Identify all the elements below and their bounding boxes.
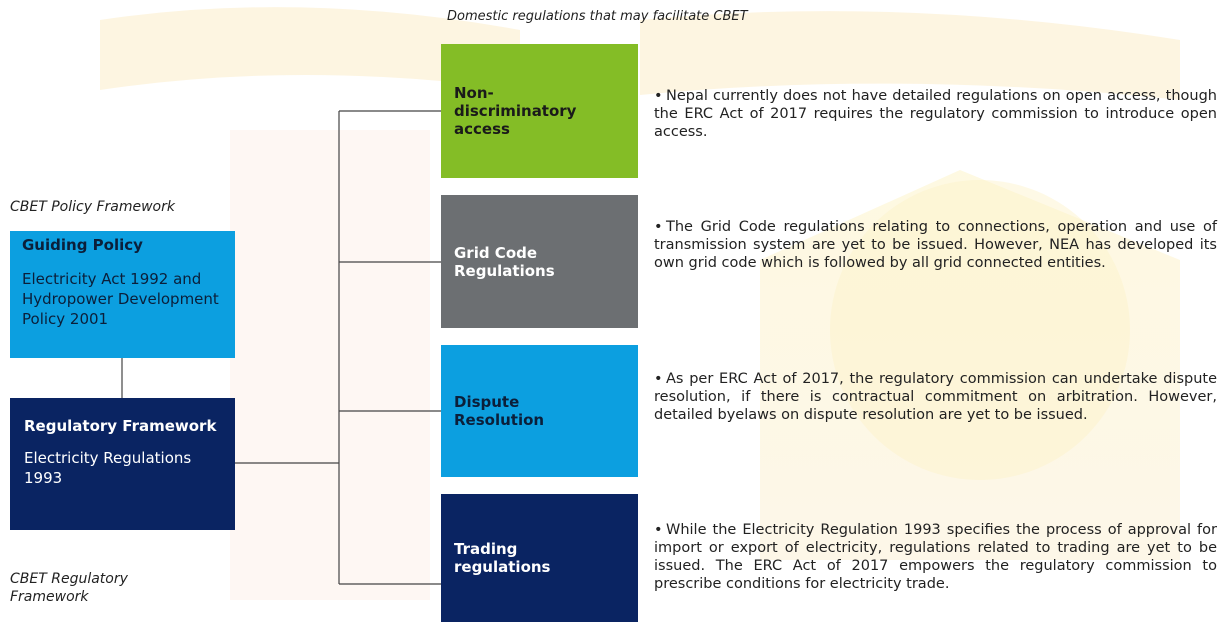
guiding-policy-box: Guiding Policy Electricity Act 1992 and …	[10, 231, 235, 358]
regulatory-caption-line2: Framework	[10, 589, 89, 605]
description-text: Nepal currently does not have detailed r…	[654, 88, 1217, 140]
category-label: Dispute Resolution	[454, 393, 545, 429]
bullet-icon: •	[654, 371, 663, 387]
category-dispute-resolution: Dispute Resolution	[441, 345, 638, 477]
guiding-policy-body: Electricity Act 1992 and Hydropower Deve…	[22, 270, 219, 328]
description-grid-code-regulations: •The Grid Code regulations relating to c…	[654, 218, 1217, 272]
regulatory-framework-box: Regulatory Framework Electricity Regulat…	[10, 398, 235, 530]
category-trading-regulations: Trading regulations	[441, 494, 638, 622]
guiding-policy-title: Guiding Policy	[22, 236, 143, 254]
description-text: As per ERC Act of 2017, the regulatory c…	[654, 371, 1217, 423]
bullet-icon: •	[654, 522, 663, 538]
bullet-icon: •	[654, 219, 663, 235]
policy-framework-caption: CBET Policy Framework	[10, 199, 175, 215]
category-label: Trading regulations	[454, 540, 551, 576]
description-dispute-resolution: •As per ERC Act of 2017, the regulatory …	[654, 370, 1217, 424]
category-label: Non-discriminatory access	[454, 84, 577, 138]
description-non-discriminatory-access: •Nepal currently does not have detailed …	[654, 87, 1217, 141]
category-non-discriminatory-access: Non-discriminatory access	[441, 44, 638, 178]
category-label: Grid Code Regulations	[454, 243, 555, 280]
regulatory-framework-title: Regulatory Framework	[24, 417, 217, 435]
description-text: While the Electricity Regulation 1993 sp…	[654, 522, 1217, 592]
regulatory-framework-caption: CBET Regulatory Framework	[10, 570, 128, 606]
description-text: The Grid Code regulations relating to co…	[654, 219, 1217, 271]
bullet-icon: •	[654, 88, 663, 104]
regulatory-framework-body: Electricity Regulations 1993	[24, 449, 192, 487]
description-trading-regulations: •While the Electricity Regulation 1993 s…	[654, 521, 1217, 593]
category-grid-code-regulations: Grid Code Regulations	[441, 195, 638, 328]
diagram-top-caption: Domestic regulations that may facilitate…	[447, 9, 748, 24]
regulatory-caption-line1: CBET Regulatory	[10, 571, 128, 587]
